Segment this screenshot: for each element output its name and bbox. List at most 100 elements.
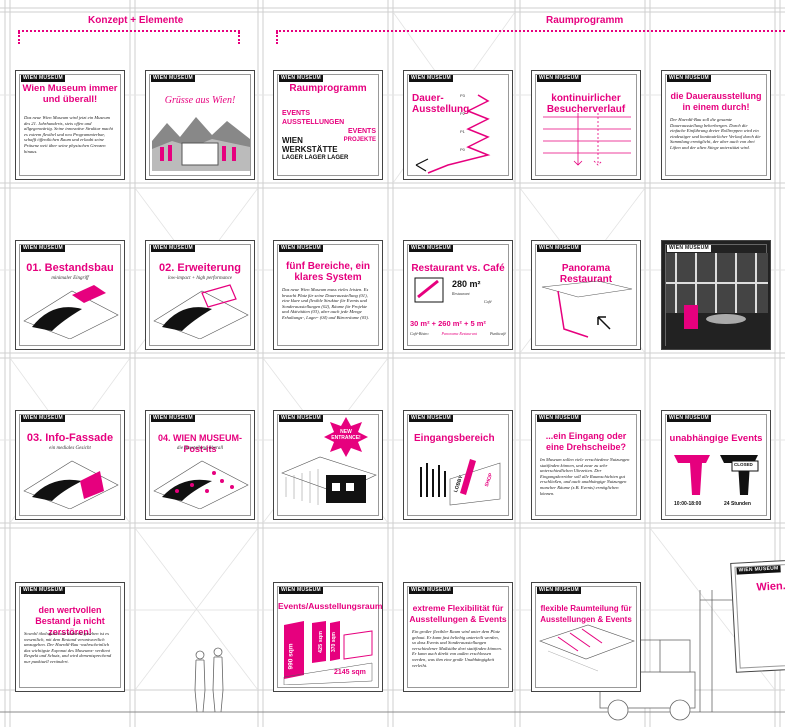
panel-title: Eingangsbereich bbox=[414, 433, 495, 444]
logo-label: WIEN MUSEUM bbox=[279, 75, 323, 82]
panel-besucherverlauf: WIEN MUSEUM kontinuirlicher Besucherverl… bbox=[531, 70, 641, 180]
word-events-2: EVENTS bbox=[347, 128, 376, 135]
logo-label: WIEN MUSEUM bbox=[279, 587, 323, 594]
panel-eingang-drehscheibe: WIEN MUSEUM ...ein Eingang oder eine Dre… bbox=[531, 410, 641, 520]
logo-label: WIEN MUSEUM bbox=[409, 587, 453, 594]
people-silhouettes bbox=[194, 647, 224, 713]
cafe-label: Café bbox=[484, 299, 492, 304]
logo-label: WIEN MUSEUM bbox=[21, 415, 65, 422]
panel-restaurant-vs-cafe: WIEN MUSEUM Restaurant vs. Café 280 m² R… bbox=[403, 240, 513, 350]
site-axonometry bbox=[153, 284, 249, 339]
postcard-photo bbox=[152, 117, 250, 171]
area-formula: 30 m² + 260 m² + 5 m² bbox=[410, 319, 486, 328]
panel-body: Im Museum sollen viele verschiedene Nutz… bbox=[540, 457, 630, 496]
area-main-label: Restaurant bbox=[452, 291, 470, 296]
logo-label: WIEN MUSEUM bbox=[537, 415, 581, 422]
panel-title: 02. Erweiterung bbox=[159, 262, 241, 274]
logo-label: WIEN MUSEUM bbox=[667, 75, 711, 82]
entrance-diagram bbox=[420, 459, 501, 506]
word-events: EVENTS bbox=[282, 110, 311, 117]
panel-title: Events/Ausstellungsraum bbox=[278, 601, 383, 611]
panel-subtitle: ein mediales Gesicht bbox=[49, 446, 91, 451]
panel-subtitle: minimaler Eingriff bbox=[51, 276, 89, 281]
panel-body: Ein großer flexibler Raum wird unter dem… bbox=[412, 629, 502, 668]
logo-label: WIEN MUSEUM bbox=[151, 415, 195, 422]
site-axonometry bbox=[23, 285, 119, 339]
panel-title: flexible Raumteilung für Ausstellungen &… bbox=[540, 604, 632, 624]
panel-subtitle: low-impact + high performance bbox=[167, 276, 233, 281]
panel-title: ...ein Eingang oder eine Drehscheibe? bbox=[545, 431, 627, 452]
restaurant-photo bbox=[666, 253, 768, 347]
panel-title: den wertvollen Bestand ja nicht zerstöre… bbox=[35, 605, 105, 637]
panel-title: Restaurant vs. Café bbox=[411, 263, 505, 274]
logo-label: WIEN MUSEUM bbox=[279, 415, 323, 422]
panel-new-entrance: WIEN MUSEUM NEW ENTRANCE! bbox=[273, 410, 383, 520]
panel-title: 01. Bestandsbau bbox=[26, 262, 114, 274]
area-main: 280 m² bbox=[452, 279, 481, 289]
logo-label: WIEN MUSEUM bbox=[409, 415, 453, 422]
panel-bestand-nicht-zerstoeren: WIEN MUSEUM den wertvollen Bestand ja ni… bbox=[15, 582, 125, 692]
formula-label: Panorama Restaurant bbox=[441, 331, 477, 336]
level-label: P0 bbox=[460, 147, 466, 152]
logo-label: WIEN MUSEUM bbox=[151, 75, 195, 82]
stair-diagram: P3 P2 P1 P0 bbox=[415, 93, 491, 174]
panel-dauerausstellung-durch: WIEN MUSEUM die Dauerausstellung in eine… bbox=[661, 70, 771, 180]
panel-dauer-ausstellung: WIEN MUSEUM Dauer-Ausstellung P3 P2 P1 P… bbox=[403, 70, 513, 180]
section-label-program: Raumprogramm bbox=[546, 15, 624, 26]
forklift-drawing bbox=[585, 590, 785, 721]
panel-title: Panorama Restaurant bbox=[559, 263, 613, 285]
panel-body: Das neue Wien Museum muss vieles leisten… bbox=[282, 287, 370, 320]
logo-label: WIEN MUSEUM bbox=[409, 245, 453, 252]
formula-label: Punktcafé bbox=[489, 331, 506, 336]
area-figure: 370 sqm bbox=[331, 631, 338, 653]
panel-restaurant-photo: WIEN MUSEUM bbox=[661, 240, 771, 350]
panel-panorama-restaurant: WIEN MUSEUM Panorama Restaurant bbox=[531, 240, 641, 350]
closed-sign: CLOSED bbox=[734, 462, 753, 467]
area-figure: 2145 sqm bbox=[334, 669, 366, 676]
panel-title: fünf Bereiche, ein klares System bbox=[286, 261, 370, 283]
panel-body: Sowohl ökologisch wie kulturell gesehen … bbox=[24, 631, 112, 664]
logo-label: WIEN MUSEUM bbox=[667, 415, 711, 422]
area-figure: 990 sqm bbox=[287, 643, 295, 670]
circulation-diagram bbox=[543, 113, 631, 166]
event-time: 10:00-18:00 bbox=[674, 501, 702, 507]
starburst-badge bbox=[324, 417, 368, 457]
logo-label: WIEN MUSEUM bbox=[21, 587, 65, 594]
logo-label: WIEN MUSEUM bbox=[537, 75, 581, 82]
panel-title: die Dauerausstellung in einem durch! bbox=[670, 91, 762, 112]
word-werkstaette: WERKSTÄTTE bbox=[282, 145, 338, 154]
panel-title: unabhängige Events bbox=[669, 433, 763, 444]
panel-body: Das neue Wien Museum wird jetzt ein Muse… bbox=[24, 115, 113, 154]
level-label: P3 bbox=[460, 93, 466, 98]
panel-lifted-on-forklift: WIEN MUSEUM Wien.M bbox=[730, 557, 785, 673]
panel-flexible-raumteilung: WIEN MUSEUM flexible Raumteilung für Aus… bbox=[531, 582, 641, 692]
new-entrance-badge: NEW ENTRANCE! bbox=[331, 429, 361, 441]
panel-events-ausstellungsraum: WIEN MUSEUM Events/Ausstellungsraum 990 … bbox=[273, 582, 383, 692]
panel-extreme-flexibilitaet: WIEN MUSEUM extreme Flexibilität für Aus… bbox=[403, 582, 513, 692]
panel-title: Wien.M bbox=[756, 579, 785, 594]
logo-label: WIEN MUSEUM bbox=[667, 245, 711, 252]
formula-label: Café-Bistro bbox=[410, 331, 429, 336]
word-projekte: PROJEKTE bbox=[343, 137, 376, 143]
logo-label: WIEN MUSEUM bbox=[279, 245, 323, 252]
word-ausstellungen: AUSSTELLUNGEN bbox=[282, 119, 345, 126]
panel-title: kontinuirlicher Besucherverlauf bbox=[546, 93, 626, 115]
section-bracket-program bbox=[276, 30, 785, 46]
panel-title: Raumprogramm bbox=[289, 83, 367, 94]
panel-wien-museum-immer: WIEN MUSEUM Wien Museum immer und überal… bbox=[15, 70, 125, 180]
logo-label: WIEN MUSEUM bbox=[21, 245, 65, 252]
restaurant-section bbox=[541, 280, 633, 338]
logo-label: WIEN MUSEUM bbox=[537, 587, 581, 594]
panel-title: Dauer-Ausstellung bbox=[412, 93, 470, 115]
logo-label: WIEN MUSEUM bbox=[537, 245, 581, 252]
section-bracket-concept bbox=[18, 30, 240, 46]
panel-title: Wien Museum immer und überall! bbox=[22, 83, 118, 105]
section-label-concept: Konzept + Elemente bbox=[88, 15, 184, 26]
area-figure: 425 sqm bbox=[318, 630, 325, 654]
word-wien: WIEN bbox=[282, 136, 303, 145]
panel-unabhaengige-events: WIEN MUSEUM unabhängige Events CLOSED 10… bbox=[661, 410, 771, 520]
panel-gruesse-aus-wien: WIEN MUSEUM Grüsse aus Wien! bbox=[145, 70, 255, 180]
panel-subtitle: die Ausstellung überall bbox=[176, 446, 224, 451]
cafe-icon bbox=[414, 277, 444, 303]
